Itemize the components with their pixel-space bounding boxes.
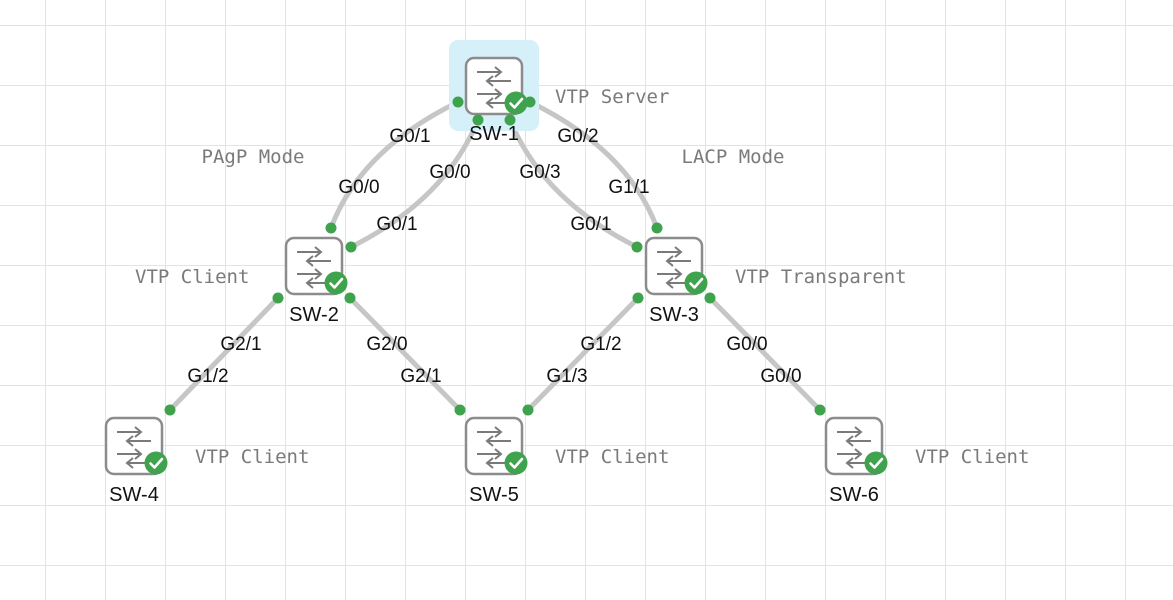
labels-layer: G0/1G0/0G0/0G0/1G0/3G0/1G0/2G1/1G2/1G1/2… — [135, 86, 1029, 468]
link-sw2-sw4[interactable] — [167, 295, 281, 413]
port-label: G0/1 — [570, 214, 611, 235]
port-label: G0/0 — [338, 177, 379, 198]
device-sw-5[interactable]: SW-5 — [464, 416, 528, 506]
device-label: SW-5 — [469, 484, 519, 506]
port-dot[interactable] — [272, 292, 284, 304]
device-label: SW-6 — [829, 484, 879, 506]
check-circle-icon — [504, 451, 528, 475]
port-label: G2/0 — [366, 334, 407, 355]
device-sw-6[interactable]: SW-6 — [824, 416, 888, 506]
link-sw3-sw6[interactable] — [707, 295, 823, 413]
port-label: G0/0 — [760, 366, 801, 387]
device-label: SW-4 — [109, 484, 159, 506]
vtp-role-label: VTP Client — [915, 446, 1029, 468]
annotation-lacp-mode: LACP Mode — [682, 146, 785, 168]
port-label: G0/3 — [519, 162, 560, 183]
device-label: SW-1 — [469, 123, 519, 145]
port-label: G1/1 — [608, 177, 649, 198]
port-label: G2/1 — [400, 366, 441, 387]
port-dot[interactable] — [345, 241, 357, 253]
port-dot[interactable] — [814, 404, 826, 416]
port-dot[interactable] — [632, 292, 644, 304]
port-dot[interactable] — [452, 96, 464, 108]
port-label: G1/2 — [187, 366, 228, 387]
link-sw2-sw5[interactable] — [347, 295, 463, 413]
port-label: G1/3 — [546, 366, 587, 387]
nodes-layer: SW-1SW-2 SW-3SW-4 SW-5 SW-6 — [104, 40, 888, 506]
device-label: SW-2 — [289, 304, 339, 326]
vtp-role-label: VTP Transparent — [735, 266, 907, 288]
port-label: G0/1 — [389, 126, 430, 147]
port-dot[interactable] — [472, 114, 484, 126]
port-label: G1/2 — [580, 334, 621, 355]
check-circle-icon — [504, 91, 528, 115]
annotation-pagp-mode: PAgP Mode — [202, 146, 305, 168]
check-circle-icon — [864, 451, 888, 475]
port-label: G0/0 — [429, 162, 470, 183]
device-sw-2[interactable]: SW-2 — [284, 236, 348, 326]
port-dot[interactable] — [631, 241, 643, 253]
port-label: G0/2 — [557, 126, 598, 147]
port-label: G0/0 — [726, 334, 767, 355]
port-dot[interactable] — [454, 404, 466, 416]
check-circle-icon — [144, 451, 168, 475]
port-dot[interactable] — [164, 404, 176, 416]
port-label: G2/1 — [220, 334, 261, 355]
vtp-role-label: VTP Client — [135, 266, 249, 288]
device-label: SW-3 — [649, 304, 699, 326]
device-sw-1[interactable]: SW-1 — [449, 40, 539, 145]
link-sw1-sw3[interactable] — [507, 117, 640, 250]
link-sw3-sw5[interactable] — [525, 295, 641, 413]
port-dot[interactable] — [504, 114, 516, 126]
vtp-role-label: VTP Client — [195, 446, 309, 468]
port-dot[interactable] — [522, 404, 534, 416]
port-dot[interactable] — [325, 222, 337, 234]
check-circle-icon — [324, 271, 348, 295]
vtp-role-label: VTP Client — [555, 446, 669, 468]
vtp-role-label: VTP Server — [555, 86, 669, 108]
port-label: G0/1 — [376, 214, 417, 235]
port-dot[interactable] — [524, 96, 536, 108]
link-sw1-sw2[interactable] — [328, 99, 461, 231]
port-dot[interactable] — [651, 222, 663, 234]
port-dot[interactable] — [704, 292, 716, 304]
notes-layer: PAgP Mode LACP Mode — [202, 146, 785, 168]
device-sw-3[interactable]: SW-3 — [644, 236, 708, 326]
check-circle-icon — [684, 271, 708, 295]
ports-layer — [164, 96, 826, 416]
device-sw-4[interactable]: SW-4 — [104, 416, 168, 506]
link-sw1-sw2[interactable] — [348, 117, 481, 250]
links-layer — [167, 99, 823, 413]
port-dot[interactable] — [344, 292, 356, 304]
link-sw1-sw3[interactable] — [527, 99, 660, 231]
